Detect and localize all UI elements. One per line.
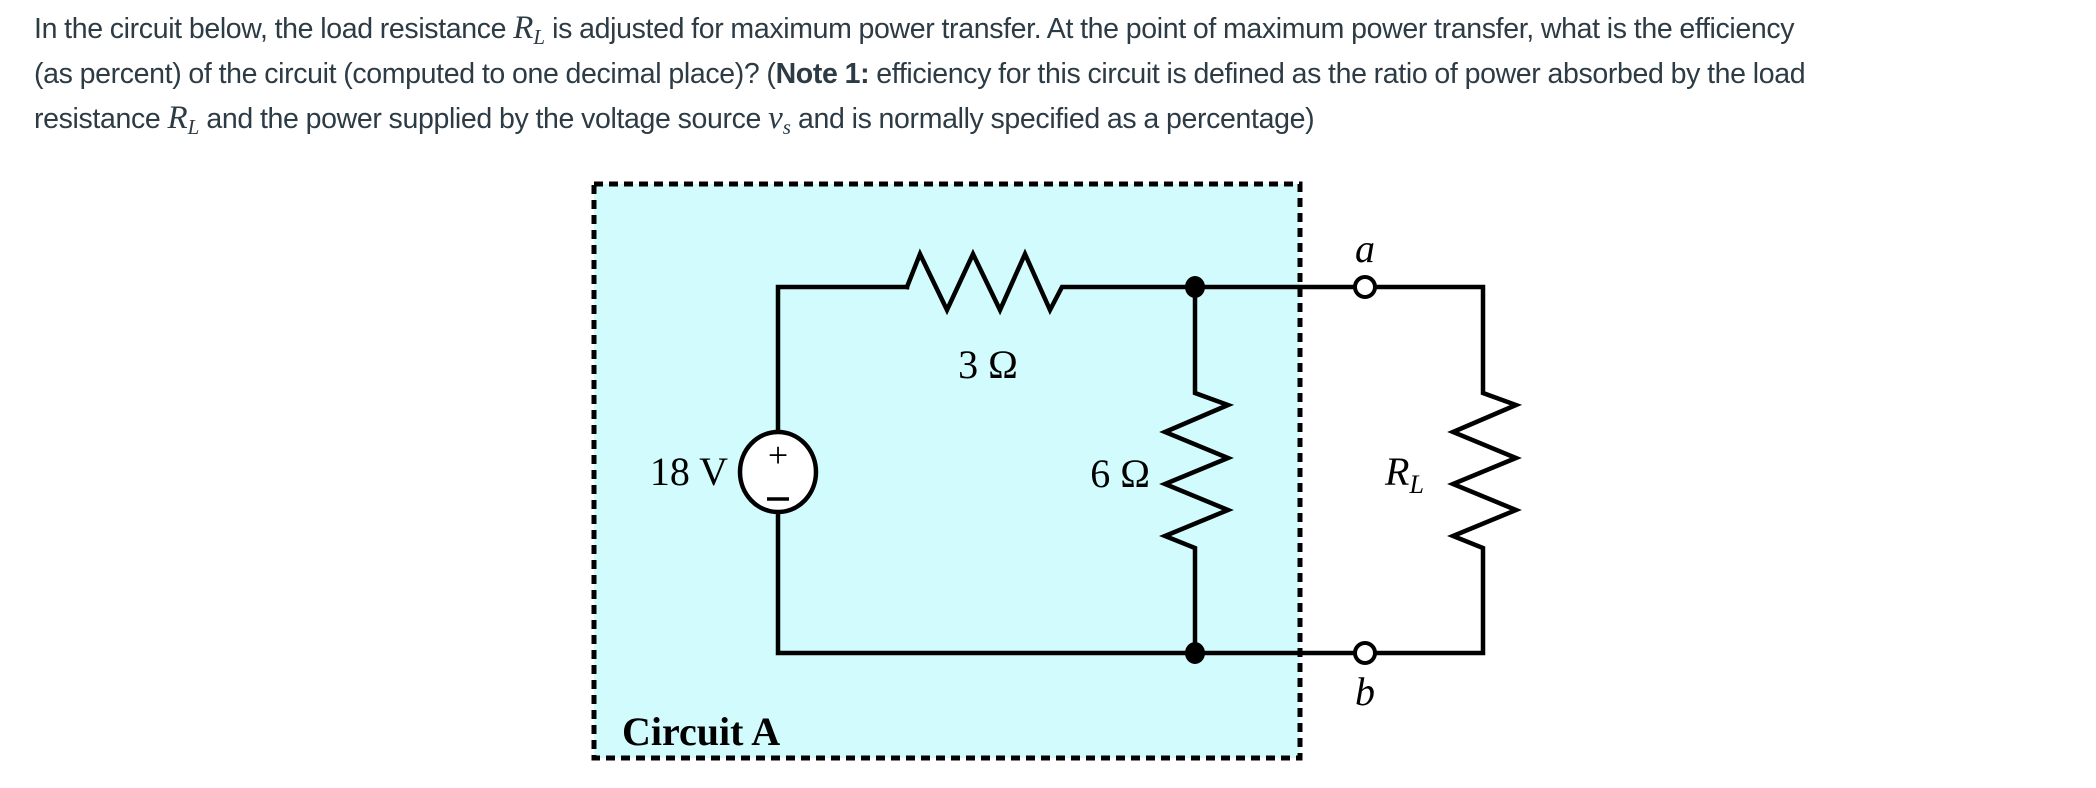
terminal-b-label: b [1355,669,1375,714]
source-value-label: 18 V [650,449,728,494]
node-bottom [1185,642,1205,664]
wire-left-top [775,284,910,435]
terminal-a-label: a [1355,226,1375,271]
voltage-source [737,429,819,515]
terminal-a [1353,275,1377,299]
question-line-1: In the circuit below, the load resistanc… [34,10,1795,49]
circuit-a-label: Circuit A [622,709,780,754]
circuit-a-box [591,181,1303,761]
question-line-3: resistance RL and the power supplied by … [34,100,1315,139]
resistor-load [1370,284,1523,656]
plus-sign: + [768,435,788,475]
load-resistor-label: RL [1384,449,1424,499]
series-resistor-label: 3 Ω [958,342,1018,387]
resistor-3-ohm [904,248,1198,316]
node-top [1185,276,1205,298]
question-line-2: (as percent) of the circuit (computed to… [34,57,1806,90]
terminal-b [1353,641,1377,665]
load-resistance-symbol: RL [167,100,200,139]
wire-bottom [775,509,1360,656]
source-voltage-symbol: vs [768,100,791,139]
resistor-6-ohm [1159,284,1235,656]
shunt-resistor-label: 6 Ω [1090,451,1150,496]
load-resistance-symbol: RL [513,10,546,49]
question-text: In the circuit below, the load resistanc… [34,6,2084,142]
note-label: Note 1: [775,57,870,90]
